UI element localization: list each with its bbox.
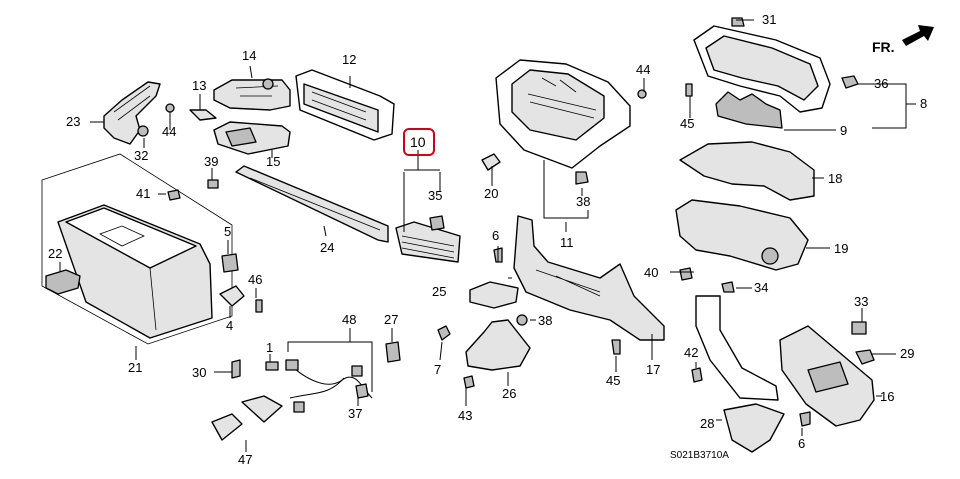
callout-34[interactable]: 34: [754, 280, 768, 295]
bracket-26-part: [465, 319, 531, 371]
callout-13[interactable]: 13: [192, 78, 206, 93]
callout-45-top[interactable]: 45: [680, 116, 694, 131]
callout-14[interactable]: 14: [242, 48, 256, 63]
callout-4[interactable]: 4: [226, 318, 233, 333]
dashboard-bar-part: [235, 165, 389, 243]
bracket-part: [213, 79, 291, 111]
callout-17[interactable]: 17: [646, 362, 660, 377]
callout-23[interactable]: 23: [66, 114, 80, 129]
callout-45-bottom[interactable]: 45: [606, 373, 620, 388]
callout-28[interactable]: 28: [700, 416, 714, 431]
callout-6-bottom[interactable]: 6: [798, 436, 805, 451]
callout-11[interactable]: 11: [560, 235, 574, 250]
callout-20[interactable]: 20: [484, 186, 498, 201]
callout-19[interactable]: 19: [834, 241, 848, 256]
callout-32[interactable]: 32: [134, 148, 148, 163]
callout-29[interactable]: 29: [900, 346, 914, 361]
leader-lines: [59, 19, 916, 452]
callout-25[interactable]: 25: [432, 284, 446, 299]
cigar-lighter-part: [211, 413, 243, 441]
callout-15[interactable]: 15: [266, 154, 280, 169]
callout-24[interactable]: 24: [320, 240, 334, 255]
callout-21[interactable]: 21: [128, 360, 142, 375]
callout-1[interactable]: 1: [266, 340, 273, 355]
callout-37[interactable]: 37: [348, 406, 362, 421]
meter-trim-part: [715, 91, 783, 129]
callout-31[interactable]: 31: [762, 12, 776, 27]
callout-46[interactable]: 46: [248, 272, 262, 287]
callout-43[interactable]: 43: [458, 408, 472, 423]
callout-9[interactable]: 9: [840, 123, 847, 138]
callout-26[interactable]: 26: [502, 386, 516, 401]
knee-panel-left-part: [695, 295, 779, 401]
callout-36[interactable]: 36: [874, 76, 888, 91]
callout-33[interactable]: 33: [854, 294, 868, 309]
callout-30[interactable]: 30: [192, 365, 206, 380]
lower-console-part: [513, 215, 665, 341]
highlight-box-10: [403, 128, 435, 156]
fr-label: FR.: [872, 39, 895, 55]
callout-16[interactable]: 16: [880, 389, 894, 404]
callout-44-right[interactable]: 44: [636, 62, 650, 77]
callout-42[interactable]: 42: [684, 345, 698, 360]
callout-48[interactable]: 48: [342, 312, 356, 327]
callout-7[interactable]: 7: [434, 362, 441, 377]
column-cover-lower-part: [675, 199, 809, 271]
callout-12[interactable]: 12: [342, 52, 356, 67]
callout-35[interactable]: 35: [428, 188, 442, 203]
callout-27[interactable]: 27: [384, 312, 398, 327]
callout-18[interactable]: 18: [828, 171, 842, 186]
callout-38-bottom[interactable]: 38: [538, 313, 552, 328]
vent-grille-part: [395, 221, 461, 263]
callout-41[interactable]: 41: [136, 186, 150, 201]
diagram-part-code: S021B3710A: [670, 450, 729, 461]
callout-44-left[interactable]: 44: [162, 124, 176, 139]
glove-box-latch-part: [45, 269, 81, 295]
callout-6-top[interactable]: 6: [492, 228, 499, 243]
callout-10[interactable]: 10: [410, 134, 426, 150]
front-direction-marker: FR.: [872, 25, 934, 55]
callout-47[interactable]: 47: [238, 452, 252, 467]
bracket-25-part: [469, 281, 519, 309]
pocket-28-part: [723, 403, 785, 453]
callout-22[interactable]: 22: [48, 246, 62, 261]
glove-box-group: [41, 153, 233, 345]
callout-38-top[interactable]: 38: [576, 194, 590, 209]
callout-40[interactable]: 40: [644, 265, 658, 280]
lock-lever-part: [103, 81, 161, 145]
callout-8[interactable]: 8: [920, 96, 927, 111]
column-cover-upper-part: [679, 141, 815, 201]
callout-labels: 31 36 8 9 18 19 40 34 33 29 16 42 6 28 4…: [48, 12, 927, 467]
callout-5[interactable]: 5: [224, 224, 231, 239]
fr-arrow-icon: [902, 25, 934, 46]
callout-39[interactable]: 39: [204, 154, 218, 169]
